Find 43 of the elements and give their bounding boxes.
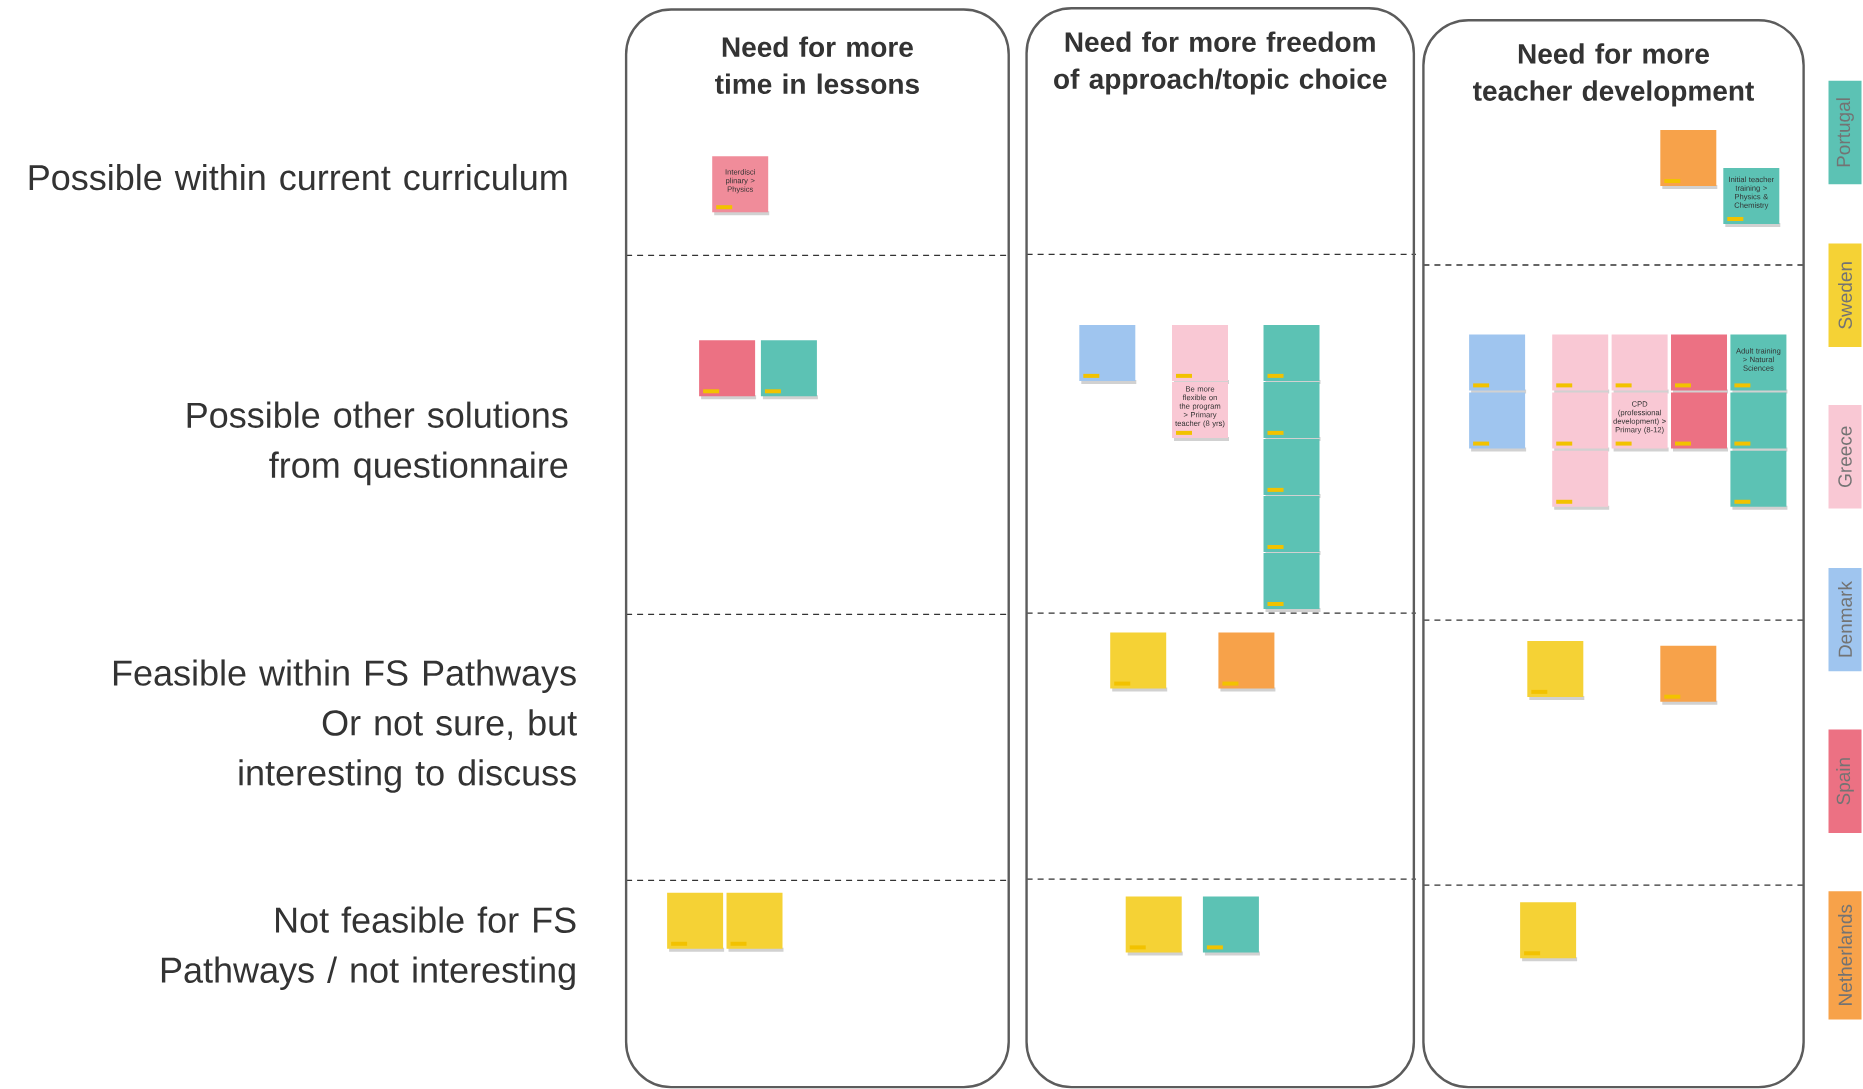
column-heading: Need for more time in lessons — [715, 36, 919, 95]
sticky-note — [1520, 902, 1578, 962]
sticky-note — [1611, 334, 1669, 394]
sticky-note — [1552, 392, 1610, 452]
sticky-note — [1110, 632, 1168, 692]
column-heading: Need for more teacher development — [1473, 43, 1754, 107]
sticky-note — [1263, 324, 1321, 384]
row-label: Or not sure, but interesting to discuss — [239, 709, 577, 793]
country-tab: Spain — [1828, 729, 1862, 833]
sticky-note — [1263, 496, 1321, 555]
sticky-note — [1263, 381, 1321, 441]
sticky-note — [1469, 334, 1527, 394]
sticky-note — [1552, 334, 1610, 394]
sticky-note — [1263, 553, 1321, 612]
sticky-note — [1730, 450, 1788, 510]
sticky-note — [1730, 392, 1788, 452]
sticky-note — [1172, 324, 1229, 384]
country-tab: Portugal — [1828, 80, 1862, 185]
row-label: Possible within current curriculum — [29, 163, 567, 191]
sticky-note — [1552, 450, 1610, 510]
row-label: Not feasible for FS Pathways / not interesting — [161, 906, 576, 991]
sticky-note — [1202, 896, 1260, 956]
sticky-note — [1079, 324, 1137, 384]
sticky-note — [1469, 392, 1527, 452]
country-tab: Greece — [1828, 405, 1862, 509]
sticky-note — [1660, 130, 1718, 189]
row-label: Possible other solutions from questionnaire — [187, 401, 568, 486]
sticky-note — [1125, 896, 1183, 956]
country-tab: Sweden — [1828, 243, 1862, 347]
sticky-note — [667, 892, 725, 952]
country-tab: Netherlands — [1828, 891, 1862, 1020]
sticky-note — [726, 892, 784, 952]
row-label: Feasible within FS Pathways — [113, 659, 576, 693]
sticky-note — [1660, 645, 1718, 705]
sticky-note — [1263, 438, 1321, 498]
sticky-note — [1671, 334, 1728, 394]
sticky-note — [760, 340, 818, 400]
country-tab: Denmark — [1828, 567, 1862, 672]
sticky-note — [1527, 640, 1585, 700]
sticky-note — [1671, 392, 1728, 452]
column-heading: Need for more freedom of approach/topic choice — [1054, 31, 1387, 95]
sticky-note — [699, 340, 757, 400]
sticky-note — [1218, 632, 1276, 692]
